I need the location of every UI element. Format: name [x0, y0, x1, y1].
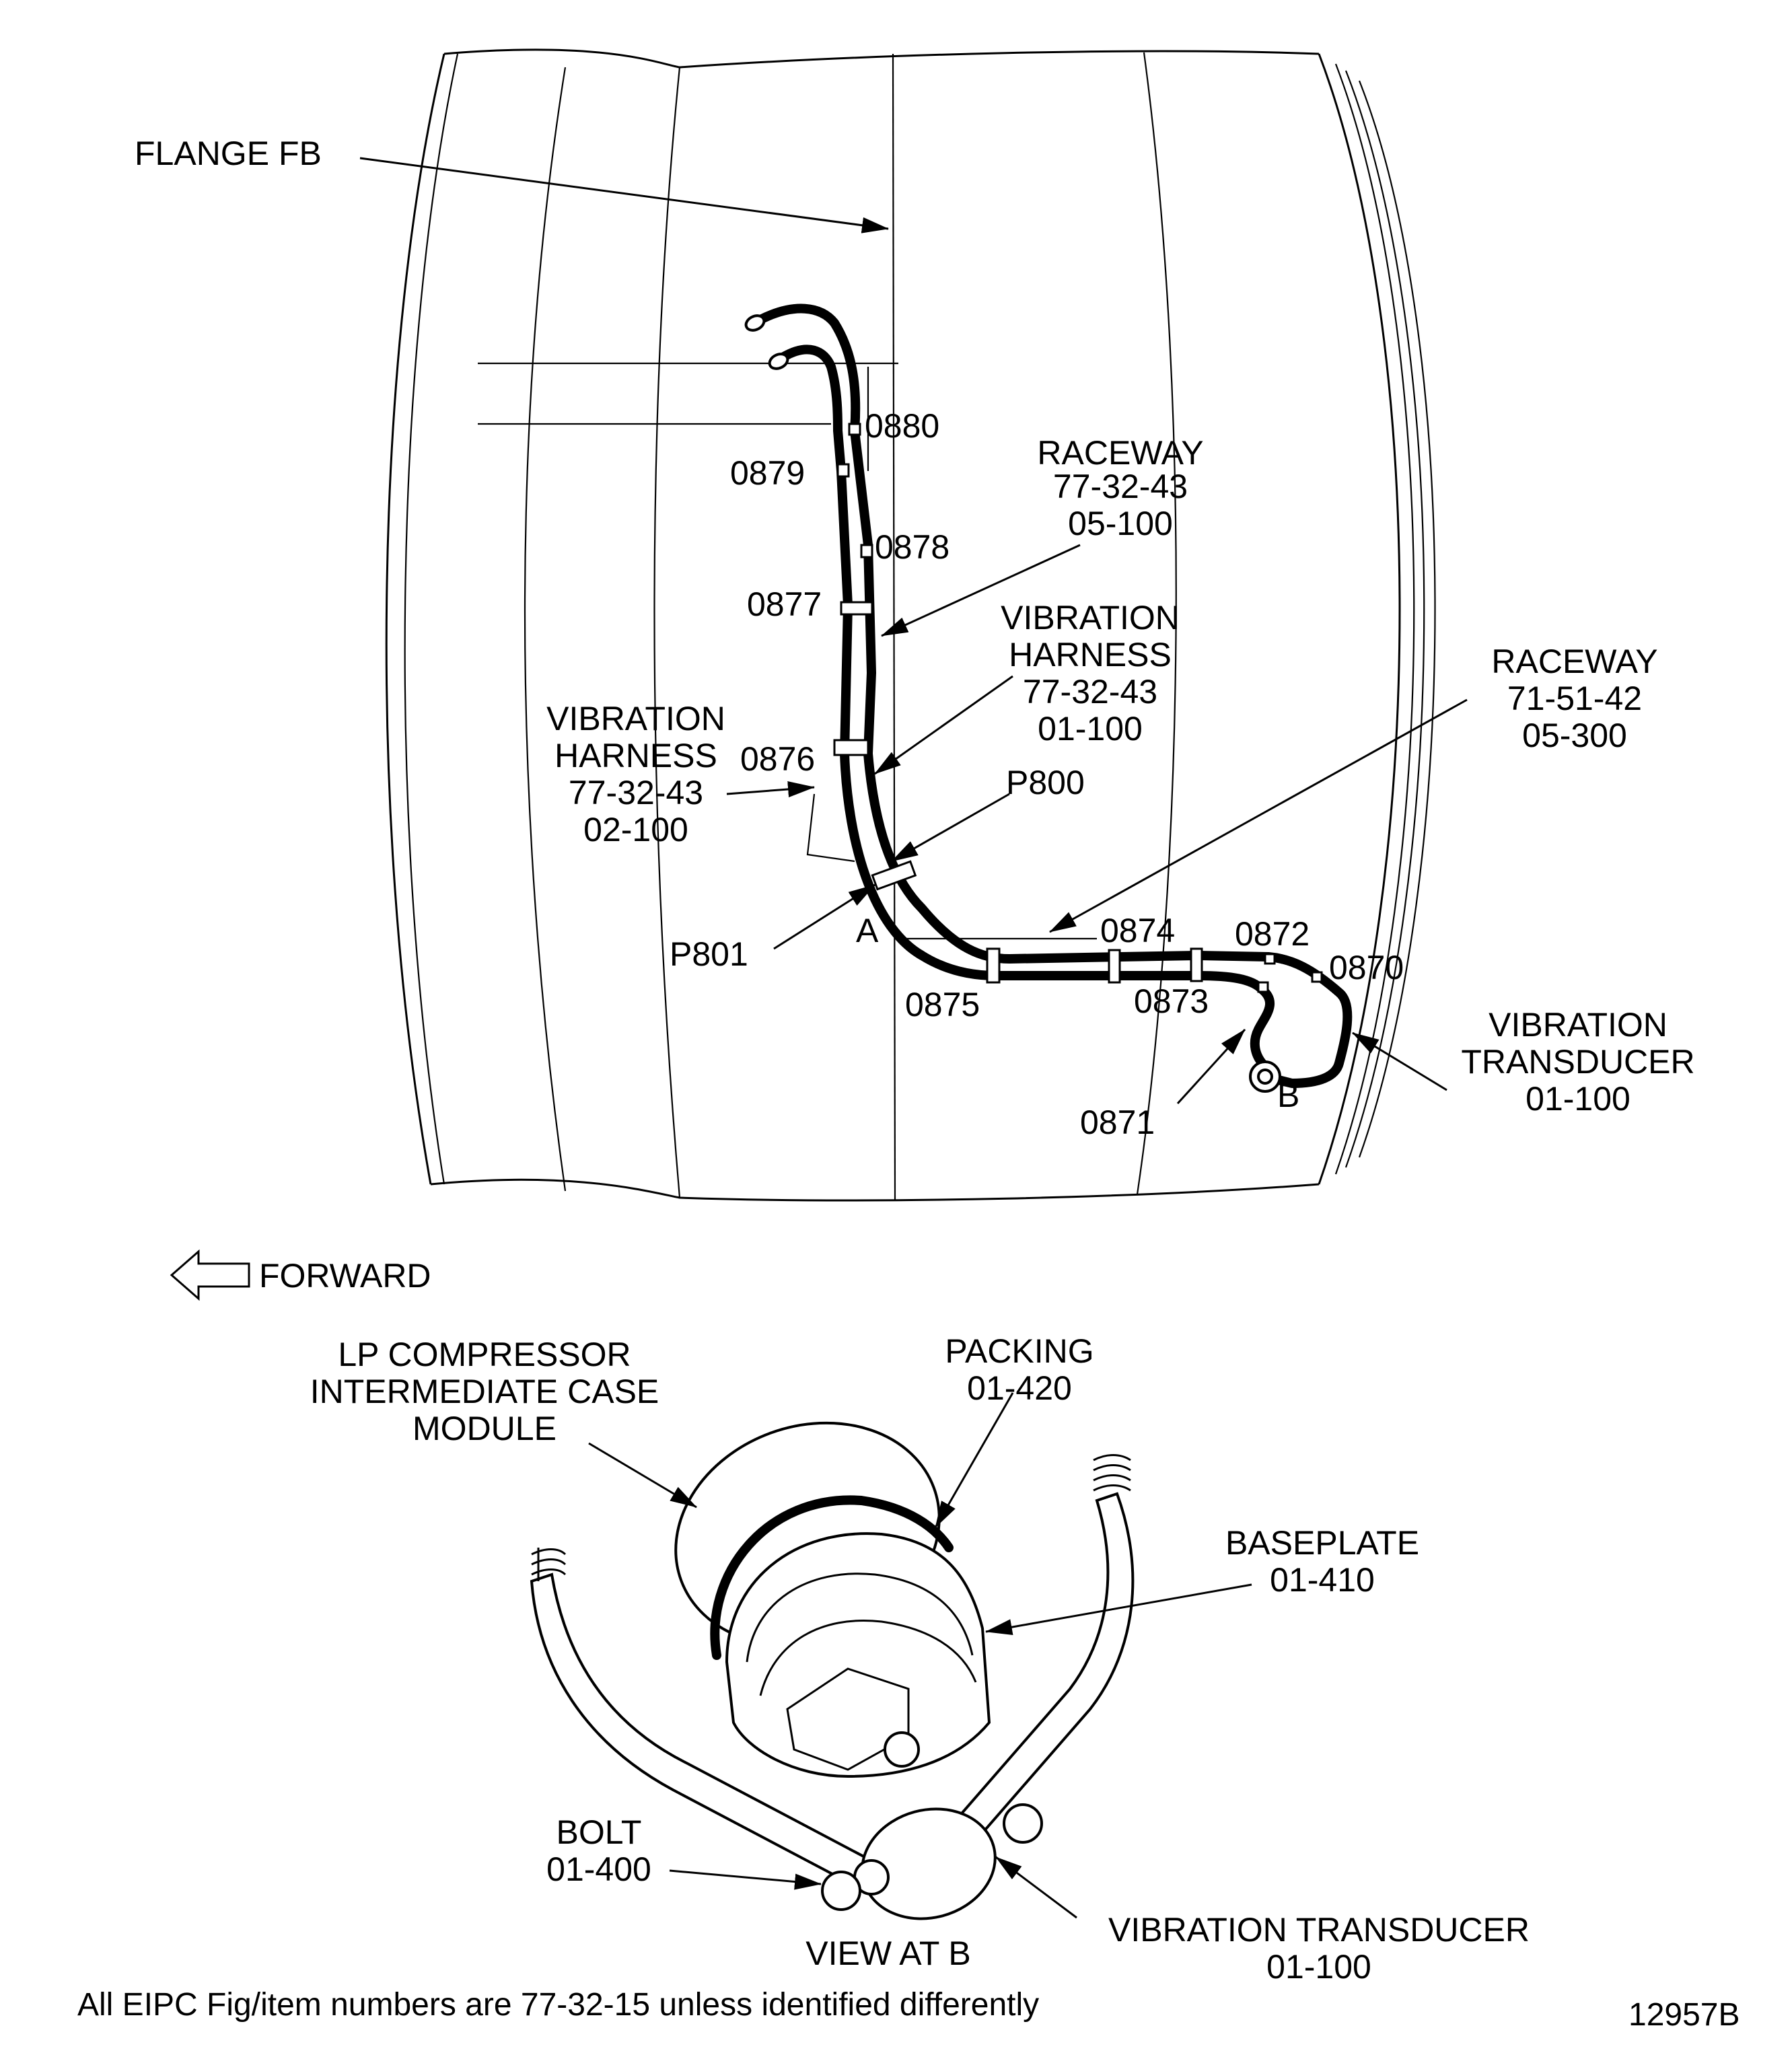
- label-vib-harness-right-l1: VIBRATION: [1001, 599, 1180, 637]
- label-detail-transducer-l1: VIBRATION TRANSDUCER: [1108, 1911, 1530, 1949]
- label-vib-transducer-l1: VIBRATION: [1489, 1006, 1668, 1044]
- label-raceway-upper-item: 05-100: [1068, 505, 1173, 542]
- label-lp-compressor-l3: MODULE: [413, 1410, 557, 1447]
- leader-vib-transducer: [1352, 1032, 1447, 1091]
- case-left-rim: [385, 53, 445, 1185]
- leader-packing: [934, 1392, 1014, 1528]
- clip-0880: [848, 423, 861, 436]
- clip-0876: [833, 739, 869, 756]
- leader-p801: [773, 883, 875, 950]
- clip-0870: [1311, 971, 1323, 983]
- leader-lines: [359, 157, 1468, 1105]
- forward-indicator: FORWARD: [170, 1249, 431, 1301]
- label-flange-fb: FLANGE FB: [135, 135, 322, 172]
- clip-0872: [1264, 953, 1276, 965]
- flange-fb-line: [892, 53, 896, 1202]
- item-0876: 0876: [740, 740, 815, 778]
- forward-label: FORWARD: [259, 1257, 431, 1295]
- item-0873: 0873: [1134, 982, 1209, 1020]
- leader-p800: [891, 793, 1010, 863]
- footnote: All EIPC Fig/item numbers are 77-32-15 u…: [77, 1987, 1039, 2023]
- label-baseplate-l1: BASEPLATE: [1225, 1524, 1419, 1562]
- clip-0871: [1257, 981, 1269, 993]
- label-vib-harness-left-l1: VIBRATION: [546, 700, 725, 737]
- label-raceway-right-chapter: 71-51-42: [1507, 680, 1642, 717]
- clip-0872-0873: [1190, 947, 1203, 982]
- label-raceway-upper-title: RACEWAY: [1037, 434, 1203, 472]
- label-vib-transducer-l3: 01-100: [1526, 1080, 1630, 1118]
- label-vib-transducer-l2: TRANSDUCER: [1461, 1043, 1694, 1081]
- label-packing-l1: PACKING: [945, 1332, 1094, 1370]
- clip-0873-0874: [1108, 949, 1121, 984]
- item-0874: 0874: [1100, 912, 1175, 949]
- label-vib-harness-left-l2: HARNESS: [554, 737, 717, 774]
- leader-bolt: [669, 1869, 822, 1890]
- item-0877: 0877: [747, 585, 822, 623]
- case-top-edge: [443, 48, 1320, 69]
- leader-flange-fb: [359, 157, 889, 233]
- label-packing-l2: 01-420: [967, 1369, 1072, 1407]
- label-vib-harness-left-l3: 77-32-43: [569, 774, 703, 811]
- leader-lp-compressor: [588, 1442, 697, 1509]
- detail-view-b: LP COMPRESSOR INTERMEDIATE CASE MODULE P…: [310, 1332, 1530, 1986]
- leader-raceway-71-51-42: [1049, 698, 1468, 933]
- packing-ring: [710, 1495, 954, 1660]
- leader-detail-transducer: [995, 1856, 1077, 1919]
- label-bolt-l2: 01-400: [546, 1850, 651, 1888]
- label-detail-transducer-l2: 01-100: [1266, 1948, 1371, 1986]
- item-0871: 0871: [1080, 1104, 1155, 1141]
- label-raceway-upper-chapter: 77-32-43: [1053, 468, 1188, 505]
- item-0870: 0870: [1329, 949, 1404, 986]
- leader-vib-harness-02-100: [726, 781, 815, 797]
- label-vib-harness-left-l4: 02-100: [583, 811, 688, 848]
- label-vib-harness-right-l3: 77-32-43: [1023, 673, 1157, 711]
- clip-0878: [860, 544, 873, 558]
- leader-raceway-77-32-43: [881, 544, 1081, 637]
- item-0879: 0879: [730, 454, 805, 492]
- drawing-number: 12957B: [1628, 1997, 1740, 2033]
- label-vib-harness-right-l4: 01-100: [1038, 710, 1143, 748]
- label-baseplate-l2: 01-410: [1270, 1561, 1375, 1599]
- main-view-labels: FLANGE FB RACEWAY 77-32-43 05-100 VIBRAT…: [135, 135, 1695, 1141]
- label-raceway-right-title: RACEWAY: [1491, 643, 1657, 680]
- label-view-a: A: [856, 912, 879, 949]
- vibration-harness-cables: [744, 303, 1353, 1093]
- item-0875: 0875: [905, 986, 980, 1023]
- clip-0877: [840, 601, 873, 616]
- engine-case-drawing: [385, 48, 1436, 1202]
- label-view-b: B: [1277, 1077, 1299, 1114]
- case-bottom-edge: [430, 1178, 1320, 1202]
- label-p801: P801: [670, 935, 748, 973]
- label-bolt-l1: BOLT: [557, 1813, 642, 1851]
- connector-p800-p801: [871, 860, 917, 891]
- baseplate: [725, 1532, 991, 1778]
- leader-0871: [1176, 1028, 1246, 1105]
- label-raceway-right-item: 05-300: [1522, 717, 1627, 754]
- harness-01-100: [756, 303, 1353, 1088]
- item-0872: 0872: [1235, 915, 1310, 953]
- label-p800: P800: [1006, 764, 1085, 801]
- clip-0879: [836, 463, 850, 478]
- label-lp-compressor-l2: INTERMEDIATE CASE: [310, 1373, 659, 1410]
- bolt-icon: [821, 1731, 1043, 1911]
- forward-arrow-icon: [170, 1249, 250, 1301]
- harness-02-100: [779, 345, 1275, 1071]
- view-at-b-title: VIEW AT B: [805, 1935, 970, 1972]
- label-lp-compressor-l1: LP COMPRESSOR: [338, 1336, 631, 1373]
- label-vib-harness-right-l2: HARNESS: [1009, 636, 1172, 674]
- item-0878: 0878: [875, 528, 949, 566]
- leader-baseplate: [985, 1583, 1252, 1636]
- harness-clips: [833, 423, 1323, 993]
- case-right-rim: [1318, 53, 1401, 1185]
- clip-0875: [986, 947, 1001, 984]
- leader-vib-harness-01-100: [874, 675, 1013, 775]
- item-0880: 0880: [865, 407, 939, 445]
